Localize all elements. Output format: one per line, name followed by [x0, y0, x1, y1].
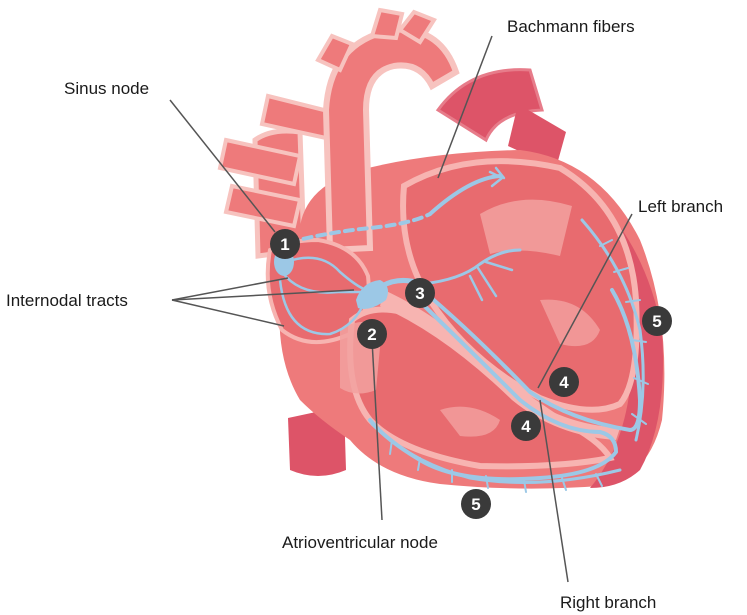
label-left-branch: Left branch: [638, 197, 723, 216]
label-atrioventricular-node: Atrioventricular node: [282, 533, 438, 552]
svg-text:5: 5: [471, 495, 480, 514]
badge-2-av-node: 2: [357, 319, 387, 349]
svg-text:3: 3: [415, 284, 424, 303]
label-bachmann-fibers: Bachmann fibers: [507, 17, 635, 36]
mitral-valve: [480, 200, 572, 256]
label-right-branch: Right branch: [560, 593, 656, 612]
badge-4-right-bundle-branch: 4: [511, 411, 541, 441]
badge-3-his-bundle: 3: [405, 278, 435, 308]
svg-text:1: 1: [280, 235, 289, 254]
svg-text:2: 2: [367, 325, 376, 344]
svg-text:4: 4: [559, 373, 569, 392]
badge-4-left-bundle-branch: 4: [549, 367, 579, 397]
svg-text:4: 4: [521, 417, 531, 436]
leader-internodal-3: [172, 300, 284, 326]
badge-1-sinus-node: 1: [270, 229, 300, 259]
badge-5-purkinje-bottom: 5: [461, 489, 491, 519]
label-internodal-tracts: Internodal tracts: [6, 291, 128, 310]
badge-5-purkinje-right: 5: [642, 306, 672, 336]
svg-text:5: 5: [652, 312, 661, 331]
label-sinus-node: Sinus node: [64, 79, 149, 98]
